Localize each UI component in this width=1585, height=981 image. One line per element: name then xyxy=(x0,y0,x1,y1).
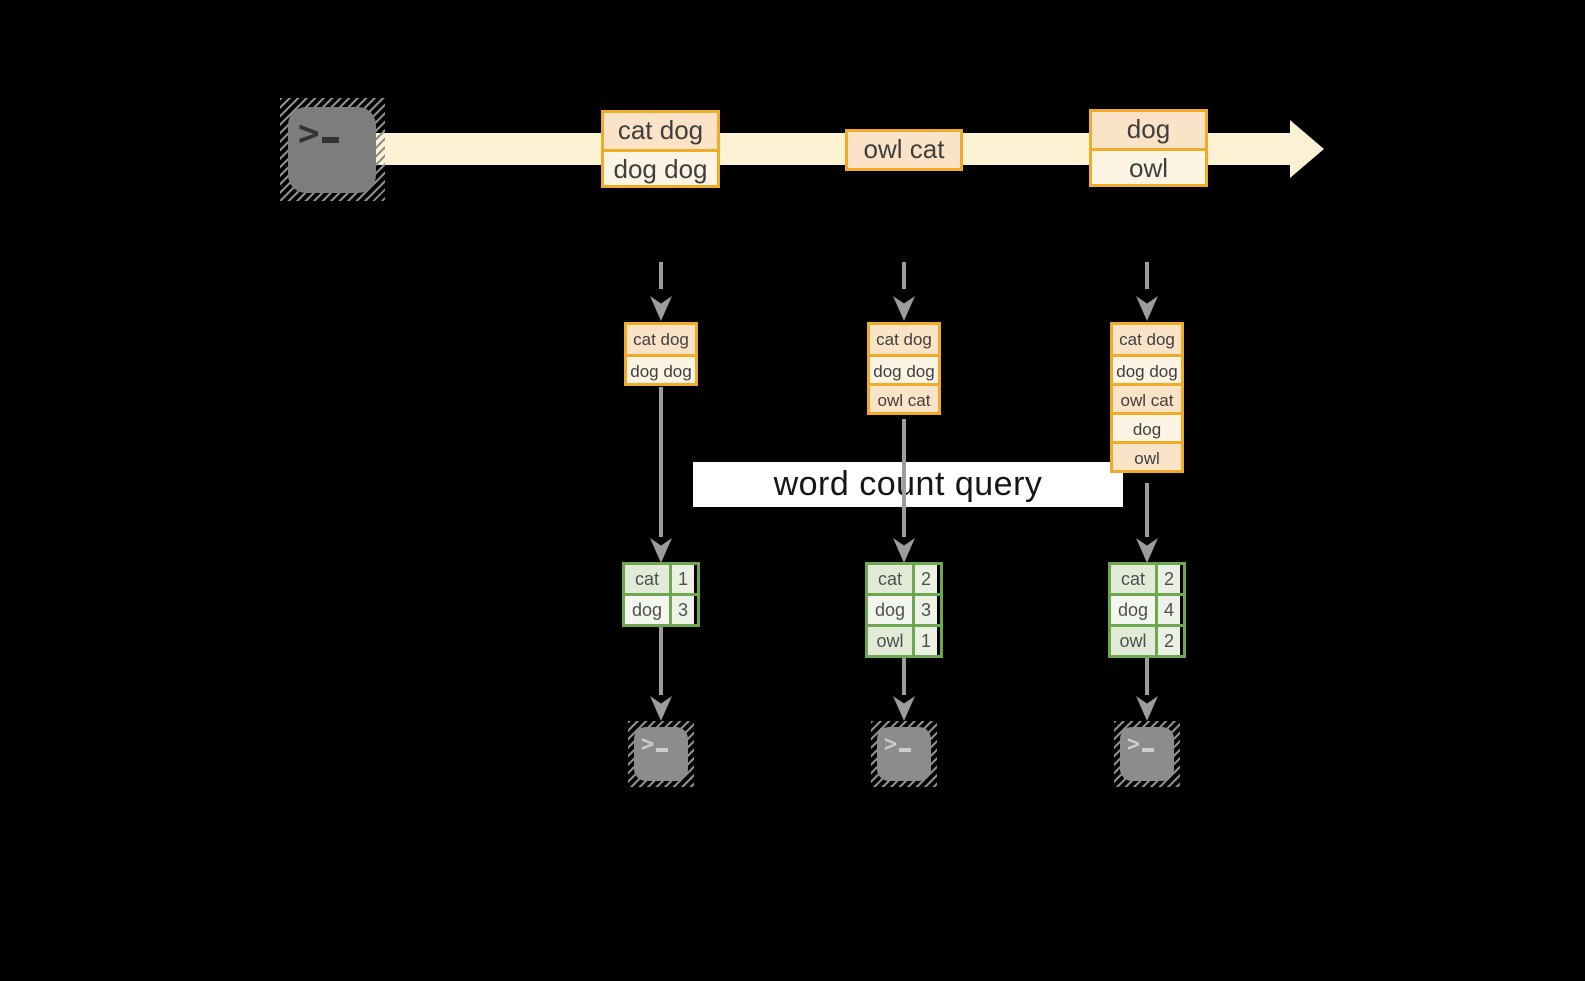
buffered-event-row: cat dog xyxy=(870,325,938,354)
terminal-icon-body: > xyxy=(1120,727,1174,781)
buffered-event-row: owl cat xyxy=(1113,383,1181,412)
terminal-underscore-glyph xyxy=(656,748,668,752)
word-cell: cat xyxy=(625,565,672,593)
terminal-icon-body: > xyxy=(877,727,931,781)
word-cell: dog xyxy=(868,596,915,624)
flow-arrow-line xyxy=(902,656,906,695)
stream-event-word-pair: owl xyxy=(1092,148,1205,184)
query-label-box: word count query xyxy=(693,462,1123,507)
output-terminal-icon: > xyxy=(871,721,937,787)
flow-arrowhead-icon xyxy=(1136,696,1158,721)
flow-arrowhead-icon xyxy=(893,538,915,563)
ingest-arrowhead-icon xyxy=(650,296,672,321)
terminal-prompt-glyph: > xyxy=(1127,732,1141,757)
buffered-event-row: dog dog xyxy=(1113,354,1181,383)
count-cell: 1 xyxy=(672,565,694,593)
word-cell: dog xyxy=(1111,596,1158,624)
stream-event-word-pair: owl cat xyxy=(848,132,960,168)
output-terminal-icon: > xyxy=(1114,721,1180,787)
flow-arrow-line xyxy=(659,625,663,695)
flow-arrowhead-icon xyxy=(650,538,672,563)
buffered-event-row: dog dog xyxy=(627,354,695,383)
count-cell: 2 xyxy=(1158,565,1180,593)
buffered-event-row: owl xyxy=(1113,441,1181,470)
flow-arrow-line xyxy=(1145,656,1149,695)
word-cell: cat xyxy=(1111,565,1158,593)
terminal-icon: > xyxy=(280,98,385,201)
ingest-arrowhead-icon xyxy=(893,296,915,321)
flow-arrowhead-icon xyxy=(893,696,915,721)
ingest-dashed-arrow xyxy=(1145,262,1149,289)
output-terminal-icon: > xyxy=(628,721,694,787)
buffered-event-row: owl cat xyxy=(870,383,938,412)
terminal-underscore-glyph xyxy=(1142,748,1154,752)
terminal-prompt-glyph: > xyxy=(641,732,655,757)
count-cell: 1 xyxy=(915,627,937,655)
terminal-underscore-glyph xyxy=(899,748,911,752)
flow-arrowhead-icon xyxy=(1136,538,1158,563)
count-cell: 3 xyxy=(672,596,694,624)
stream-event-word-pair: dog xyxy=(1092,112,1205,148)
terminal-icon-body: > xyxy=(634,727,688,781)
count-cell: 4 xyxy=(1158,596,1180,624)
count-cell: 3 xyxy=(915,596,937,624)
buffered-event-row: dog dog xyxy=(870,354,938,383)
stream-event-box: owl cat xyxy=(845,129,963,171)
word-cell: owl xyxy=(868,627,915,655)
flow-arrow-line xyxy=(659,387,663,537)
terminal-prompt-glyph: > xyxy=(884,732,898,757)
buffered-event-row: cat dog xyxy=(627,325,695,354)
stream-timeline-arrowhead xyxy=(1290,120,1324,178)
word-cell: owl xyxy=(1111,627,1158,655)
count-cell: 2 xyxy=(915,565,937,593)
terminal-prompt-glyph: > xyxy=(298,113,320,154)
count-cell: 2 xyxy=(1158,627,1180,655)
word-cell: dog xyxy=(625,596,672,624)
flow-arrow-line xyxy=(1145,483,1149,537)
ingest-arrowhead-icon xyxy=(1136,296,1158,321)
buffered-event-row: cat dog xyxy=(1113,325,1181,354)
terminal-underscore-glyph xyxy=(322,137,339,143)
flow-arrowhead-icon xyxy=(650,696,672,721)
buffered-event-row: dog xyxy=(1113,412,1181,441)
stream-event-word-pair: dog dog xyxy=(604,149,717,185)
word-cell: cat xyxy=(868,565,915,593)
stream-event-word-pair: cat dog xyxy=(604,113,717,149)
terminal-icon-body: > xyxy=(288,107,376,193)
ingest-dashed-arrow xyxy=(659,262,663,289)
query-label: word count query xyxy=(773,465,1043,503)
ingest-dashed-arrow xyxy=(902,262,906,289)
flow-arrow-line xyxy=(902,419,906,537)
